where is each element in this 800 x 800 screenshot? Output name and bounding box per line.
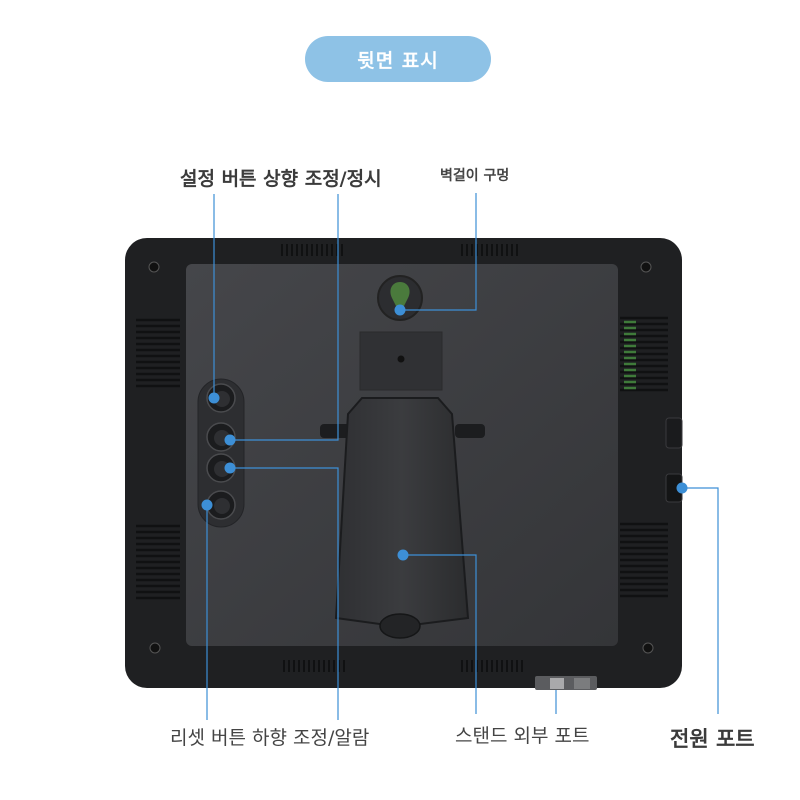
label-stand-port: 스탠드 외부 포트 (455, 725, 590, 747)
stand (334, 397, 470, 639)
screw-icon (149, 642, 161, 654)
leader-stand (403, 554, 477, 714)
side-slot (665, 417, 683, 449)
leader-settings-2 (230, 194, 339, 441)
dot-reset-2 (201, 499, 213, 511)
stand-hinge-right (455, 424, 485, 438)
dot-wall-hole (394, 304, 406, 316)
callout-dots (201, 304, 688, 561)
leader-power (682, 487, 719, 714)
dot-stand (397, 549, 409, 561)
leader-reset-1 (230, 467, 339, 720)
vent-icon (136, 244, 668, 672)
dot-settings-2 (224, 434, 236, 446)
screw-icon (642, 642, 654, 654)
leader-wall-hole (400, 193, 477, 311)
label-settings-up: 설정 버튼 상향 조정/정시 (180, 168, 382, 190)
dot-settings-1 (208, 392, 220, 404)
label-power-port: 전원 포트 (670, 727, 755, 751)
screw-icon (148, 261, 160, 273)
button-column (197, 378, 245, 528)
bottom-switch (535, 676, 597, 690)
label-reset-down: 리셋 버튼 하향 조정/알람 (170, 727, 370, 749)
button-icon (206, 490, 236, 520)
callout-lines (206, 193, 719, 720)
wall-hook-icon (377, 275, 423, 321)
screw-icon (640, 261, 652, 273)
label-wall-hole: 벽걸이 구멍 (440, 168, 510, 184)
dot-power (676, 482, 688, 494)
plate-hole (397, 355, 405, 363)
title-pill: 뒷면 표시 (305, 36, 491, 82)
stand-hinge-left (320, 424, 350, 438)
dot-reset-1 (224, 462, 236, 474)
